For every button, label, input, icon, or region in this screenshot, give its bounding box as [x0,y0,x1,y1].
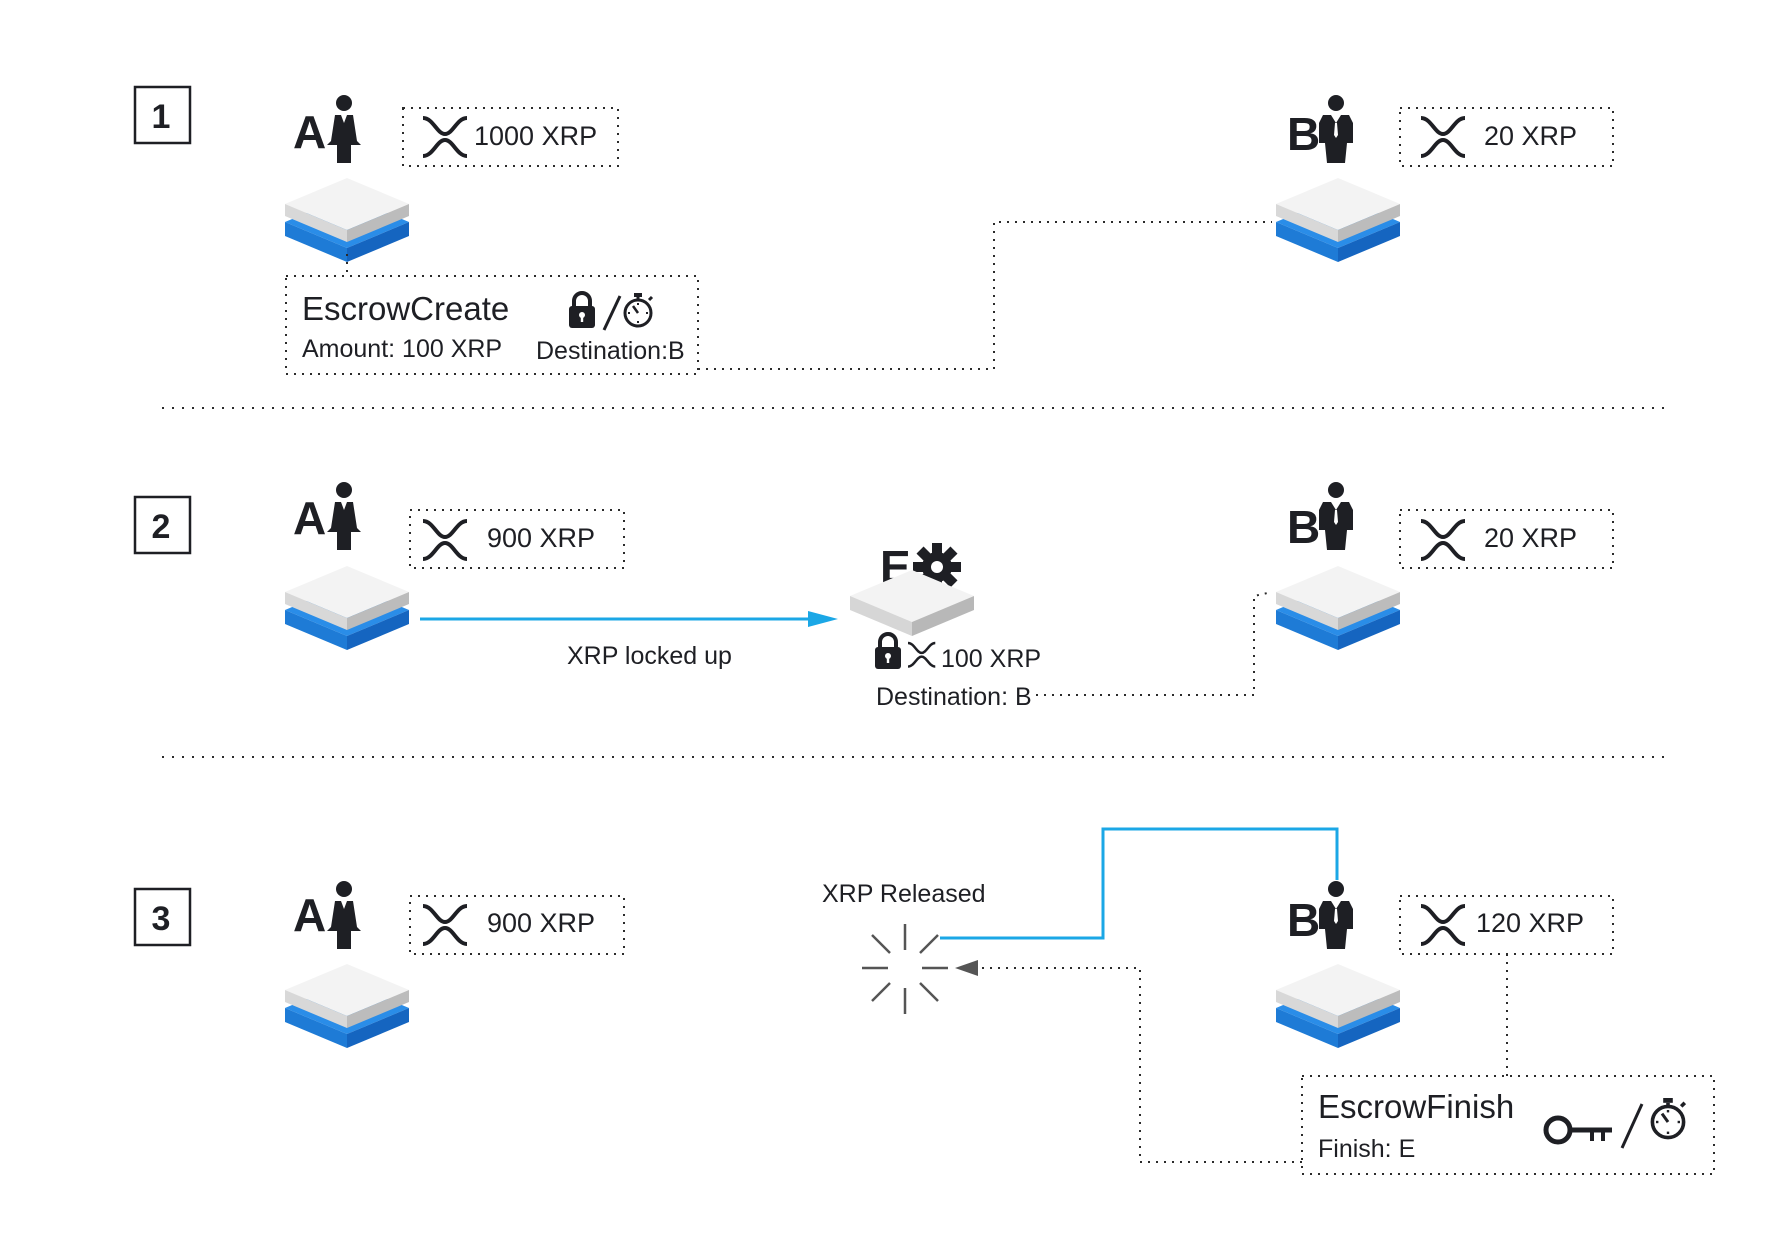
account-a-label: A [293,492,326,544]
account-b-label: B [1287,894,1320,946]
account-b-label: B [1287,108,1320,160]
connector-create-to-b [698,221,1272,370]
xrp-icon [906,641,937,668]
burst-icon [862,924,948,1014]
balance-a: 900 XRP [487,908,595,938]
xrp-icon [1419,116,1467,158]
release-line [940,827,1339,940]
balance-box-b [1399,509,1614,569]
person-male-icon [1319,881,1353,949]
slash-divider [602,295,622,331]
person-female-icon [327,881,361,949]
xrp-icon [421,116,469,158]
escrowcreate-title: EscrowCreate [302,290,509,327]
connector-finish-to-release [978,967,1302,1163]
step-1-number: 1 [152,98,171,136]
escrowfinish-finish: Finish: E [1318,1135,1415,1163]
stopwatch-icon [623,291,654,328]
xrp-icon [1419,904,1467,946]
escrowcreate-amount: Amount: 100 XRP [302,335,502,363]
person-female-icon [327,95,361,163]
lock-icon [567,291,597,330]
locked-up-label: XRP locked up [567,642,732,670]
slash-divider [1620,1103,1644,1149]
ledger-icon [285,178,409,262]
xrp-icon [1419,519,1467,561]
escrowfinish-title: EscrowFinish [1318,1088,1514,1125]
step-3-box [133,887,192,947]
person-female-icon [327,482,361,550]
step-2-number: 2 [152,508,171,546]
ledger-icon [1276,178,1400,262]
step-1-box [133,85,192,145]
balance-a: 1000 XRP [474,121,597,151]
ledger-icon [1276,566,1400,650]
ledger-icon [285,566,409,650]
escrow-amount: 100 XRP [941,645,1041,673]
ledger-icon [285,964,409,1048]
escrowcreate-destination: Destination:B [536,337,685,365]
balance-b: 20 XRP [1484,523,1577,553]
ledger-icon [1276,964,1400,1048]
step-2-box [133,495,192,555]
account-b-label: B [1287,501,1320,553]
balance-a: 900 XRP [487,523,595,553]
balance-b: 20 XRP [1484,121,1577,151]
xrp-icon [421,519,469,561]
step-3-number: 3 [152,900,171,938]
lock-icon [873,632,903,671]
account-a-label: A [293,889,326,941]
xrp-icon [421,904,469,946]
person-male-icon [1319,95,1353,163]
person-male-icon [1319,482,1353,550]
connector-escrow-to-b [1036,591,1273,696]
balance-b: 120 XRP [1476,908,1584,938]
released-label: XRP Released [822,880,986,908]
escrow-destination: Destination: B [876,683,1032,711]
key-icon [1543,1115,1612,1145]
account-a-label: A [293,106,326,158]
stopwatch-icon [1650,1096,1687,1140]
balance-box-b [1399,107,1614,167]
